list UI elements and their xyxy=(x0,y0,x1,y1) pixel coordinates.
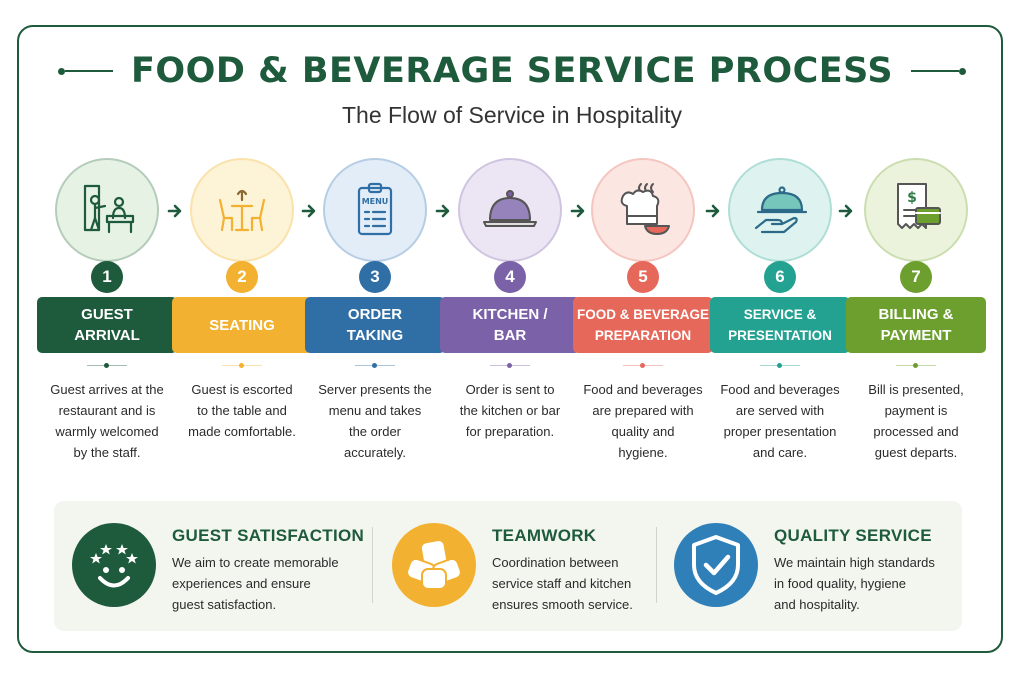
step-number: 1 xyxy=(91,261,123,293)
step-label: KITCHEN / BAR xyxy=(440,297,580,353)
step-number: 3 xyxy=(359,261,391,293)
step-description: Food and beverages are served with prope… xyxy=(720,382,840,460)
host-greeting-icon xyxy=(55,158,159,262)
step-number: 7 xyxy=(900,261,932,293)
feature-title: GUEST SATISFACTION xyxy=(172,526,365,545)
step-label-text: ORDER TAKING xyxy=(346,306,404,344)
flow-arrow-icon xyxy=(301,203,317,219)
step-label-text: SEATING xyxy=(209,316,275,334)
feature-title: QUALITY SERVICE xyxy=(774,526,932,545)
feature-text: We aim to create memorable experiences a… xyxy=(172,555,339,612)
step-description: Food and beverages are prepared with qua… xyxy=(583,382,703,460)
step-label: GUEST ARRIVAL xyxy=(37,297,177,353)
title-ornament-left xyxy=(57,67,113,75)
step-divider xyxy=(87,363,127,368)
hands-together-icon xyxy=(392,523,476,607)
title-ornament-right xyxy=(911,67,967,75)
step-divider xyxy=(896,363,936,368)
step-divider xyxy=(490,363,530,368)
step-divider xyxy=(222,363,262,368)
step-description: Server presents the menu and takes the o… xyxy=(318,382,432,460)
flow-arrow-icon xyxy=(838,203,854,219)
step-divider xyxy=(760,363,800,368)
svg-text:$: $ xyxy=(907,190,917,206)
step-label-text: BILLING & PAYMENT xyxy=(878,306,954,344)
step-divider xyxy=(623,363,663,368)
feature-divider xyxy=(372,527,373,603)
step-label-text: KITCHEN / BAR xyxy=(472,306,548,344)
page-title: FOOD & BEVERAGE SERVICE PROCESS xyxy=(130,51,894,91)
shield-check-icon xyxy=(674,523,758,607)
dining-table-icon xyxy=(190,158,294,262)
step-label: ORDER TAKING xyxy=(305,297,445,353)
step-label-text: GUEST ARRIVAL xyxy=(74,306,140,344)
step-label: SEATING xyxy=(172,297,312,353)
step-number: 5 xyxy=(627,261,659,293)
flow-arrow-icon xyxy=(435,203,451,219)
feature-title: TEAMWORK xyxy=(492,526,597,545)
feature-text: We maintain high standards in food quali… xyxy=(774,555,935,612)
step-label: BILLING & PAYMENT xyxy=(846,297,986,353)
step-number: 6 xyxy=(764,261,796,293)
step-label-text: SERVICE & PRESENTATION xyxy=(728,307,832,343)
chef-hat-icon xyxy=(591,158,695,262)
bill-payment-icon: $ xyxy=(864,158,968,262)
cloche-icon xyxy=(458,158,562,262)
page-subtitle: The Flow of Service in Hospitality xyxy=(341,102,682,128)
serving-hand-icon xyxy=(728,158,832,262)
step-label: SERVICE & PRESENTATION xyxy=(710,297,850,353)
step-number: 4 xyxy=(494,261,526,293)
feature-text: Coordination between service staff and k… xyxy=(492,555,633,612)
menu-clipboard-icon: MENU xyxy=(323,158,427,262)
flow-arrow-icon xyxy=(167,203,183,219)
flow-arrow-icon xyxy=(570,203,586,219)
title-row: FOOD & BEVERAGE SERVICE PROCESS xyxy=(0,48,1024,94)
svg-text:MENU: MENU xyxy=(362,197,389,206)
step-divider xyxy=(355,363,395,368)
smiley-stars-icon xyxy=(72,523,156,607)
values-panel: GUEST SATISFACTION We aim to create memo… xyxy=(54,501,962,631)
step-description: Guest is escorted to the table and made … xyxy=(188,382,296,439)
flow-arrow-icon xyxy=(705,203,721,219)
step-description: Order is sent to the kitchen or bar for … xyxy=(459,382,561,439)
step-description: Bill is presented, payment is processed … xyxy=(868,382,964,460)
feature-divider xyxy=(656,527,657,603)
step-label: FOOD & BEVERAGE PREPARATION xyxy=(573,297,713,353)
step-label-text: FOOD & BEVERAGE PREPARATION xyxy=(577,307,710,343)
step-description: Guest arrives at the restaurant and is w… xyxy=(50,382,164,460)
step-number: 2 xyxy=(226,261,258,293)
